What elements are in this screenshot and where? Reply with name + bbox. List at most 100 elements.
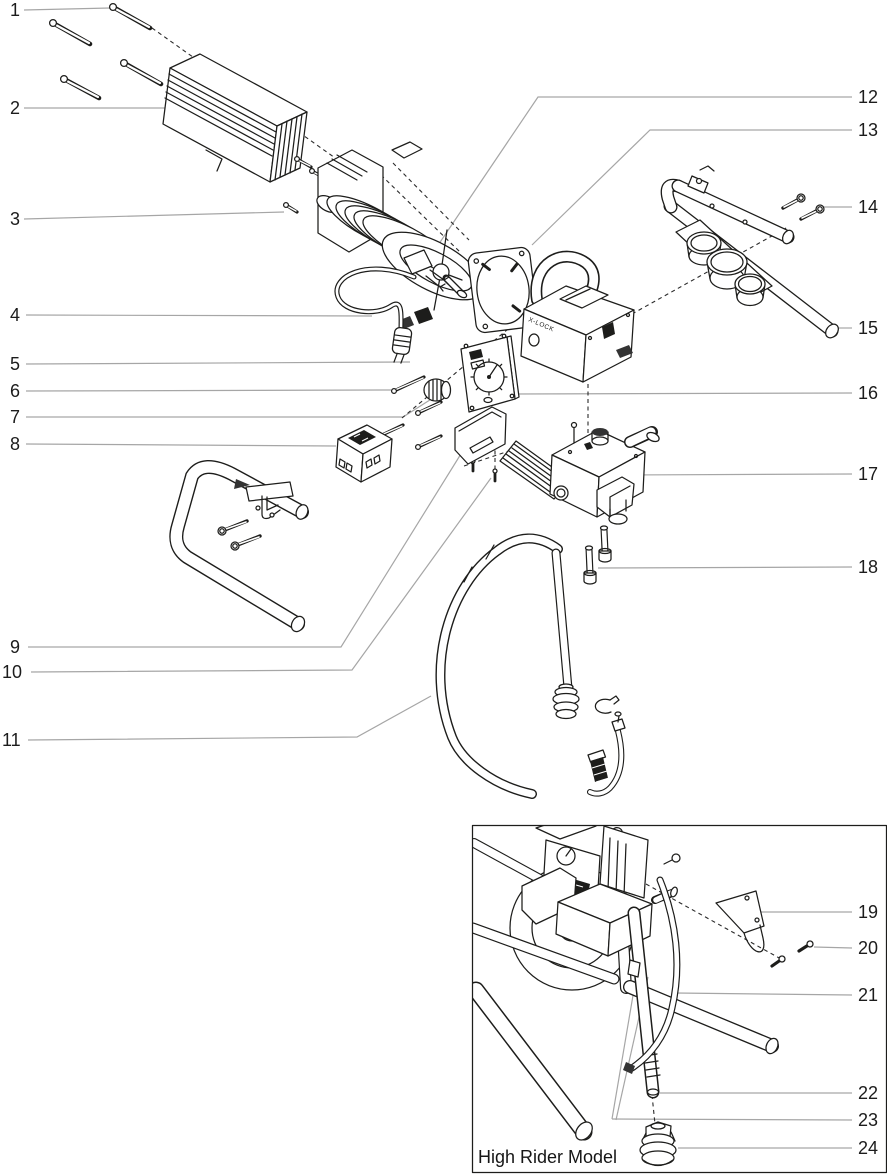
callout-label-17: 17: [858, 464, 878, 484]
small-screw: [293, 155, 313, 169]
callout-12: 12: [423, 87, 878, 267]
callout-label-4: 4: [10, 305, 20, 325]
inset-content: [472, 825, 814, 1167]
leader-line-13: [531, 129, 852, 246]
callout-20: 20: [813, 938, 878, 958]
shroud-screw: [282, 201, 299, 214]
inset-high-rider: High Rider Model: [471, 824, 887, 1174]
prime-knob: [591, 428, 609, 446]
leader-line-23: [611, 1118, 853, 1121]
callout-8: 8: [10, 434, 337, 454]
callout-label-15: 15: [858, 318, 878, 338]
leader-line-1: [23, 7, 111, 11]
pail-bracket: [715, 890, 765, 953]
leader-line-5: [25, 361, 411, 365]
return-hose: [587, 711, 626, 797]
handle-cupholder-drawing: [660, 165, 839, 339]
suction-set-drawing: [435, 533, 626, 799]
small-screw: [492, 468, 498, 483]
callout-11: 11: [2, 695, 432, 750]
leader-line-6: [25, 389, 392, 392]
bracket-screw: [770, 955, 786, 968]
callout-label-20: 20: [858, 938, 878, 958]
hex-bolt: [230, 534, 262, 551]
inset-suction-tube: [627, 906, 661, 1099]
control-cover-drawing: [454, 406, 507, 465]
small-screw: [414, 434, 443, 451]
callout-label-16: 16: [858, 383, 878, 403]
callout-label-8: 8: [10, 434, 20, 454]
leader-line-9: [28, 448, 465, 648]
machine-screw: [59, 74, 102, 101]
hex-bolt: [781, 193, 806, 210]
leader-line-7: [26, 397, 434, 418]
callout-16: 16: [513, 383, 878, 403]
leader-line-16: [513, 392, 853, 395]
callout-14: 14: [823, 197, 878, 217]
callout-label-24: 24: [858, 1138, 878, 1158]
small-screw: [390, 375, 426, 395]
inset-sprayer-unit: [521, 825, 681, 957]
cord-motor-plug: [403, 249, 433, 275]
callout-1: 1: [10, 0, 111, 20]
control-box-drawing: X-LOCK: [520, 250, 635, 383]
wall-plug: [391, 326, 413, 364]
socket-screw: [583, 545, 597, 585]
callout-7: 7: [10, 397, 434, 427]
callout-label-3: 3: [10, 209, 20, 229]
inset-model-label: High Rider Model: [478, 1147, 617, 1167]
callout-15: 15: [838, 318, 878, 338]
callout-label-7: 7: [10, 407, 20, 427]
pump-block-drawing: [499, 421, 660, 525]
inlet-strainer: [639, 1121, 677, 1167]
callout-13: 13: [531, 120, 878, 246]
callout-label-19: 19: [858, 902, 878, 922]
leader-line-4: [25, 314, 373, 317]
machine-screw: [119, 58, 164, 87]
callout-19: 19: [760, 902, 878, 922]
machine-screw: [108, 2, 153, 31]
callout-label-12: 12: [858, 87, 878, 107]
leader-line-17: [619, 473, 853, 476]
cart-handle-drawing: [169, 460, 309, 633]
control-panel-faceplate-drawing: [460, 333, 520, 413]
machine-screw: [48, 18, 93, 47]
cup: [686, 231, 722, 266]
leader-line-11: [27, 695, 432, 741]
suction-tube-fitting: [552, 683, 580, 720]
callout-label-14: 14: [858, 197, 878, 217]
socket-screw: [598, 525, 612, 563]
outlet-fitting: [624, 426, 660, 448]
leader-line-12: [423, 96, 852, 267]
cord-terminals: [425, 269, 450, 292]
callout-label-2: 2: [10, 98, 20, 118]
dial-ticks: [470, 358, 508, 396]
callout-label-13: 13: [858, 120, 878, 140]
leader-line-18: [597, 566, 853, 569]
motor-shroud-drawing: [162, 53, 308, 183]
power-cord-drawing: [334, 249, 450, 364]
callout-4: 4: [10, 305, 373, 325]
shroud-grille: [274, 113, 303, 181]
cup: [734, 273, 766, 307]
callout-9: 9: [10, 448, 465, 657]
callout-label-9: 9: [10, 637, 20, 657]
callout-label-21: 21: [858, 985, 878, 1005]
handle-clamp: [687, 175, 709, 194]
leader-line-20: [813, 946, 853, 949]
potentiometer-knob-drawing: [423, 378, 452, 402]
motor-drawing: [316, 141, 485, 329]
lcd-window: [348, 430, 376, 445]
callout-17: 17: [619, 464, 878, 484]
tube-clip: [627, 959, 641, 978]
retaining-clip: [594, 695, 620, 714]
gasket-drawing: [467, 246, 539, 334]
callout-label-1: 1: [10, 0, 20, 20]
callout-label-6: 6: [10, 381, 20, 401]
callout-18: 18: [597, 557, 878, 577]
inset-return-hose: [623, 876, 681, 1074]
leader-line-3: [23, 211, 285, 220]
hook-bracket: [245, 481, 294, 502]
